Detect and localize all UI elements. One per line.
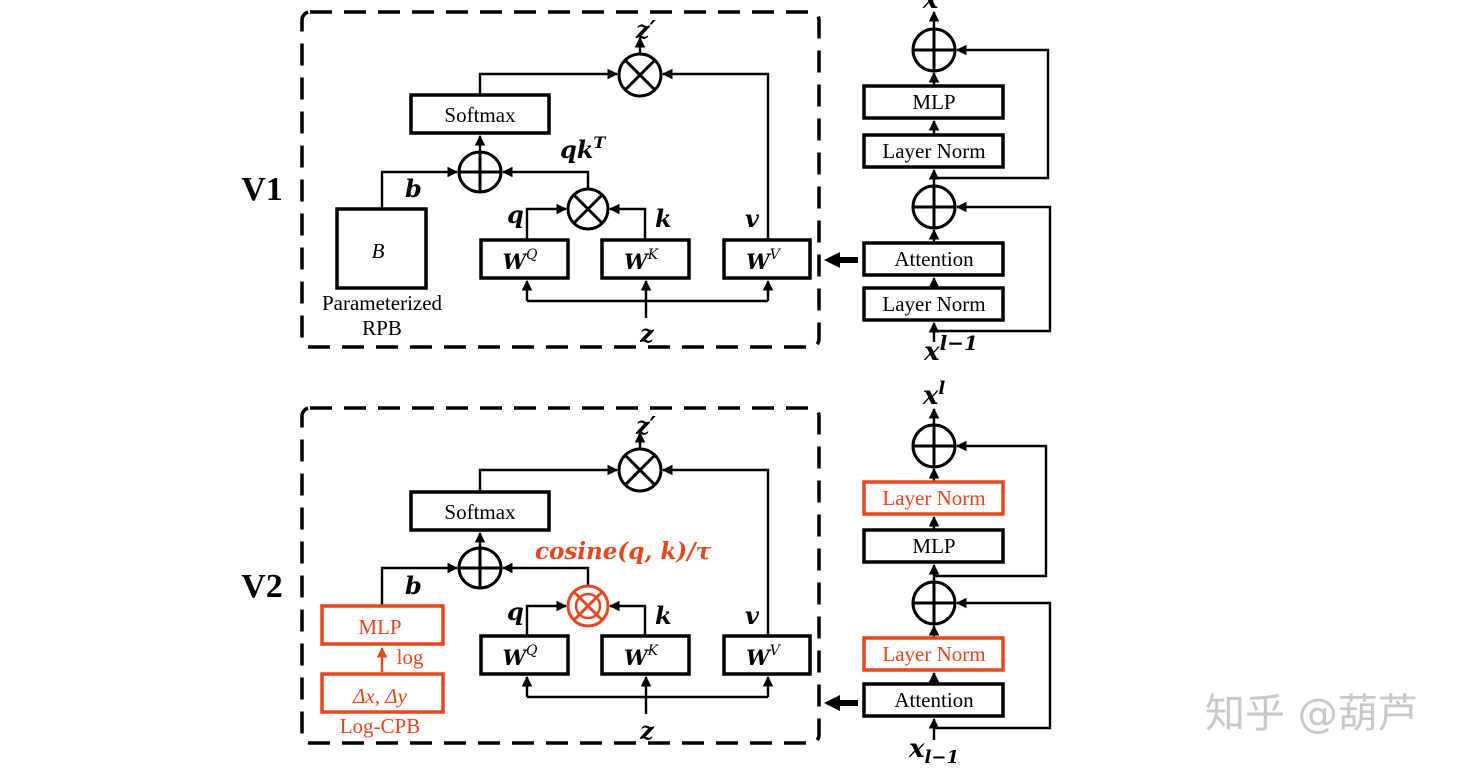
- v1-v-label: v: [745, 204, 760, 233]
- v2-section: V2 z′ Softmax b cosine(q, k)/τ MLP log Δ…: [241, 378, 1052, 768]
- v1-bias-caption-1: Parameterized: [322, 291, 443, 315]
- v1-b-label: b: [405, 174, 422, 203]
- v1-z-prime: z′: [635, 15, 657, 44]
- v2-z-prime: z′: [635, 411, 657, 440]
- v2-residual-add-1-icon: [911, 580, 957, 626]
- v2-residual-add-2-icon: [911, 423, 957, 469]
- v2-wk-box: [600, 634, 691, 676]
- v1-block-attention-label: Attention: [894, 247, 974, 271]
- v2-wq-box: [479, 634, 570, 676]
- v2-block-attention-label: Attention: [894, 688, 974, 712]
- v1-k-label: k: [655, 204, 672, 233]
- v2-cosine-label: cosine(q, k)/τ: [535, 538, 712, 565]
- v1-wv-label: WV: [746, 247, 782, 274]
- v2-v-label: v: [745, 601, 760, 630]
- v2-block-post-norm-1: [862, 636, 1005, 672]
- v1-block-mlp: [862, 84, 1005, 120]
- v2-block-post-norm-2: [862, 480, 1005, 516]
- v2-block-input: xl−1: [908, 734, 959, 768]
- v1-wk-box: [600, 238, 691, 280]
- v2-softmax-label: Softmax: [444, 500, 516, 524]
- v1-block-layernorm-2: [862, 133, 1005, 169]
- v1-residual-add-2-icon: [911, 27, 957, 73]
- v1-label: V1: [241, 171, 283, 208]
- v2-add-icon: [457, 546, 503, 590]
- v1-wv-box: [722, 238, 812, 280]
- v2-k-label: k: [655, 601, 672, 630]
- v2-block-output: xl: [922, 378, 946, 411]
- v1-bias-caption-2: RPB: [362, 316, 402, 340]
- v1-block-layernorm-1-label: Layer Norm: [882, 292, 985, 316]
- v2-wv-label: WV: [746, 643, 782, 670]
- v2-q-label: q: [507, 597, 524, 626]
- v2-wv-box: [722, 634, 812, 676]
- v2-cpb-caption: Log-CPB: [340, 714, 421, 738]
- v2-wq-label: WQ: [502, 643, 538, 670]
- v1-block-layernorm-2-label: Layer Norm: [882, 139, 985, 163]
- v1-q-label: q: [507, 200, 524, 229]
- v2-attention-link-arrow-icon: [824, 695, 858, 711]
- v2-log-label: log: [397, 645, 424, 669]
- v2-cpb-mlp-label: MLP: [358, 615, 401, 639]
- v2-cpb-mlp-box: [320, 604, 445, 646]
- v1-block-attention: [862, 241, 1005, 277]
- v2-transformer-block: xl Layer Norm MLP Layer Norm Attention x…: [862, 378, 1052, 768]
- v2-block-mlp-label: MLP: [912, 534, 955, 558]
- v1-attention-frame: [300, 10, 821, 349]
- v1-section: V1 z′ Softmax b qkT B Parameterized RPB: [241, 0, 1052, 367]
- v1-add-icon: [457, 150, 503, 194]
- v1-output-multiply-icon: [617, 52, 663, 98]
- v2-delta-box: [320, 672, 445, 714]
- v2-delta-label: Δx, Δy: [352, 684, 407, 708]
- v1-block-layernorm-1: [862, 286, 1005, 322]
- v2-b-label: b: [405, 571, 422, 600]
- v1-attention-link-arrow-icon: [824, 252, 858, 268]
- v1-residual-add-1-icon: [911, 184, 957, 230]
- v1-wq-label: WQ: [502, 247, 538, 274]
- v2-cosine-multiply-icon: [566, 584, 610, 628]
- v1-qkT-label: qkT: [560, 133, 606, 164]
- v2-block-mlp: [862, 528, 1005, 564]
- v2-block-post-norm-2-label: Layer Norm: [882, 486, 985, 510]
- v1-z-label: z: [639, 319, 655, 348]
- v1-block-mlp-label: MLP: [912, 90, 955, 114]
- v2-wk-label: WK: [624, 643, 660, 670]
- v2-attention-frame: [300, 406, 821, 745]
- v1-bias-B: B: [372, 239, 385, 263]
- v1-qk-multiply-icon: [566, 187, 610, 231]
- v2-output-multiply-icon: [617, 447, 663, 493]
- watermark: 知乎 @葫芦: [1205, 691, 1418, 737]
- v2-label: V2: [241, 568, 283, 605]
- v2-block-post-norm-1-label: Layer Norm: [882, 642, 985, 666]
- v1-softmax-label: Softmax: [444, 103, 516, 127]
- v1-block-input: xl−1: [923, 331, 978, 367]
- v1-wq-box: [479, 238, 570, 280]
- v1-wk-label: WK: [624, 247, 660, 274]
- v1-transformer-block: xl MLP Layer Norm Attention Layer Norm x…: [862, 0, 1052, 367]
- v2-z-label: z: [639, 716, 655, 745]
- v2-block-attention: [862, 682, 1005, 718]
- v1-bias-table-box: [335, 207, 428, 290]
- v1-softmax-box: [409, 93, 551, 135]
